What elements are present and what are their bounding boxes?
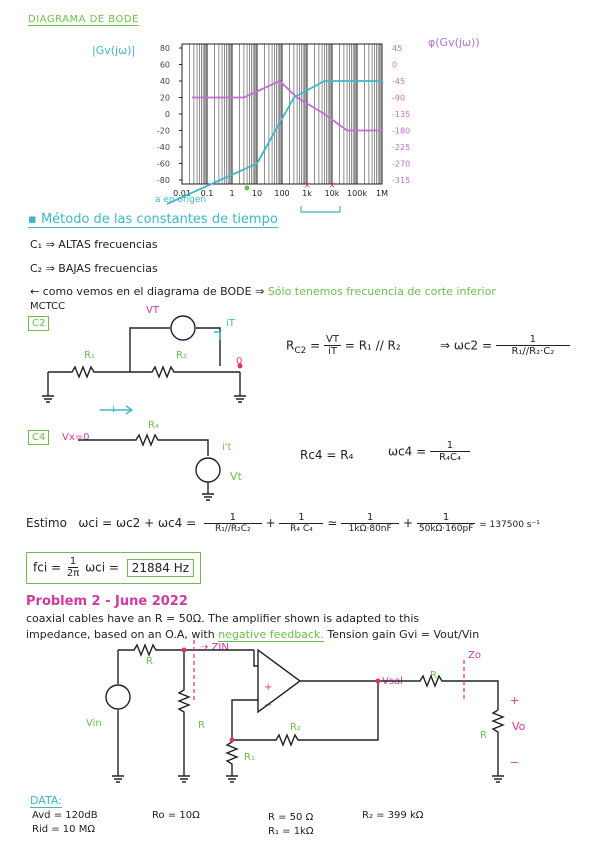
c4-vx-label: Vx=0 bbox=[62, 432, 90, 443]
data-r2: R₂ = 399 kΩ bbox=[362, 810, 424, 821]
vo-plus: + bbox=[510, 694, 520, 707]
problem-line-1: coaxial cables have an R = 50Ω. The ampl… bbox=[26, 612, 420, 625]
bode-phase-tick-label: -135 bbox=[392, 110, 410, 119]
c2-tag: C2 bbox=[28, 316, 50, 331]
r-series-label: R bbox=[146, 656, 153, 667]
bode-magnitude-curve bbox=[166, 80, 382, 205]
bode-freq-tick-label: 100k bbox=[347, 189, 367, 198]
bode-mag-tick-label: 60 bbox=[160, 61, 170, 70]
bode-mag-tick-label: -20 bbox=[157, 127, 170, 136]
r-shunt-label: R bbox=[198, 720, 205, 731]
bode-phase-tick-label: -180 bbox=[392, 127, 410, 136]
r-out-label: R bbox=[430, 670, 437, 681]
c2-resistor-chain bbox=[48, 365, 240, 379]
bode-phase-tick-label: 0 bbox=[392, 61, 397, 70]
c2-vt-label: VT bbox=[146, 305, 159, 316]
phase-label: φ(Gv(jω)) bbox=[428, 36, 480, 49]
metodo-line-mctcc: MCTCC bbox=[30, 301, 66, 312]
bode-freq-tick-label: 10 bbox=[252, 189, 262, 198]
c2-it-label: iT bbox=[226, 318, 235, 329]
zo-label: Zo bbox=[468, 650, 481, 661]
bode-bracket bbox=[300, 206, 341, 213]
metodo-title: ▪ Método de las constantes de tiempo bbox=[28, 212, 278, 228]
bode-origin-dot bbox=[244, 185, 250, 191]
bode-mag-tick-label: 20 bbox=[160, 94, 170, 103]
r-load-label: R bbox=[480, 730, 487, 741]
bode-cross-marker: × bbox=[328, 181, 336, 191]
bode-mag-tick-label: -40 bbox=[157, 143, 170, 152]
c4-it-label: i't bbox=[222, 442, 232, 453]
r2-label: R₂ bbox=[290, 722, 301, 733]
c4-tag: C4 bbox=[28, 430, 50, 445]
c2-node-zero: 0 bbox=[236, 356, 243, 367]
bode-phase-tick-label: 45 bbox=[392, 44, 402, 53]
bode-mag-tick-label: -60 bbox=[157, 160, 170, 169]
metodo-line-c2: C₂ ⇒ BAJAS frecuencias bbox=[30, 262, 158, 275]
bode-phase-tick-label: -90 bbox=[392, 94, 405, 103]
metodo-line-c1: C₁ ⇒ ALTAS frecuencias bbox=[30, 238, 158, 251]
c4-test-source bbox=[195, 457, 221, 483]
zin-label: ⇢ ZIN bbox=[200, 642, 229, 653]
data-avd: Avd = 120dB bbox=[32, 810, 98, 821]
bode-freq-tick-label: 10k bbox=[325, 189, 340, 198]
opamp-plus: + bbox=[264, 682, 273, 693]
bode-phase-tick-label: -315 bbox=[392, 176, 410, 185]
bode-mag-tick-label: 40 bbox=[160, 77, 170, 86]
origin-note: a en origen bbox=[155, 195, 207, 205]
data-r: R = 50 Ω bbox=[268, 812, 314, 823]
bode-freq-tick-label: 0.01 bbox=[173, 189, 191, 198]
bode-mag-tick-label: 0 bbox=[165, 110, 170, 119]
bode-phase-tick-label: -225 bbox=[392, 143, 410, 152]
c4-req-equation: Rc4 = R₄ bbox=[300, 448, 354, 462]
bode-freq-tick-label: 1M bbox=[376, 189, 388, 198]
c2-test-source bbox=[170, 315, 196, 341]
bode-phase-tick-label: -270 bbox=[392, 160, 410, 169]
opamp-triangle bbox=[257, 648, 302, 714]
bode-phase-curve bbox=[192, 79, 382, 132]
opamp-minus: − bbox=[264, 700, 273, 711]
section-title: DIAGRAMA DE BODE bbox=[28, 14, 139, 26]
data-r1: R₁ = 1kΩ bbox=[268, 826, 314, 837]
c2-r1-label: R₁ bbox=[84, 350, 95, 361]
data-rid: Rid = 10 MΩ bbox=[32, 824, 95, 835]
data-title: DATA: bbox=[30, 794, 62, 808]
c4-r4-label: R₄ bbox=[148, 420, 159, 431]
vin-source bbox=[105, 684, 131, 710]
problem-title: Problem 2 - June 2022 bbox=[26, 594, 188, 609]
bode-freq-tick-label: 100 bbox=[274, 189, 289, 198]
vo-label: Vo bbox=[512, 720, 526, 733]
c2-r2-label: R₂ bbox=[176, 350, 187, 361]
vin-label: Vin bbox=[86, 718, 102, 729]
metodo-line-bode: ← como vemos en el diagrama de BODE ⇒ Só… bbox=[30, 285, 496, 298]
bode-mag-tick-label: -80 bbox=[157, 176, 170, 185]
problem-line-2: impedance, based on an O.A, with negativ… bbox=[26, 628, 480, 642]
bode-freq-tick-label: 1k bbox=[302, 189, 312, 198]
bode-mag-tick-label: 80 bbox=[160, 44, 170, 53]
magnitude-label: |Gv(jω)| bbox=[92, 44, 136, 57]
bode-cross-marker: × bbox=[303, 181, 311, 191]
bode-freq-tick-label: 1 bbox=[229, 189, 234, 198]
r1-label: R₁ bbox=[244, 752, 255, 763]
bode-phase-tick-label: -45 bbox=[392, 77, 405, 86]
c4-vt-label: Vt bbox=[230, 470, 242, 483]
data-ro: Ro = 10Ω bbox=[152, 810, 200, 821]
bode-freq-tick-label: 0.1 bbox=[201, 189, 214, 198]
vo-minus: − bbox=[510, 756, 520, 769]
